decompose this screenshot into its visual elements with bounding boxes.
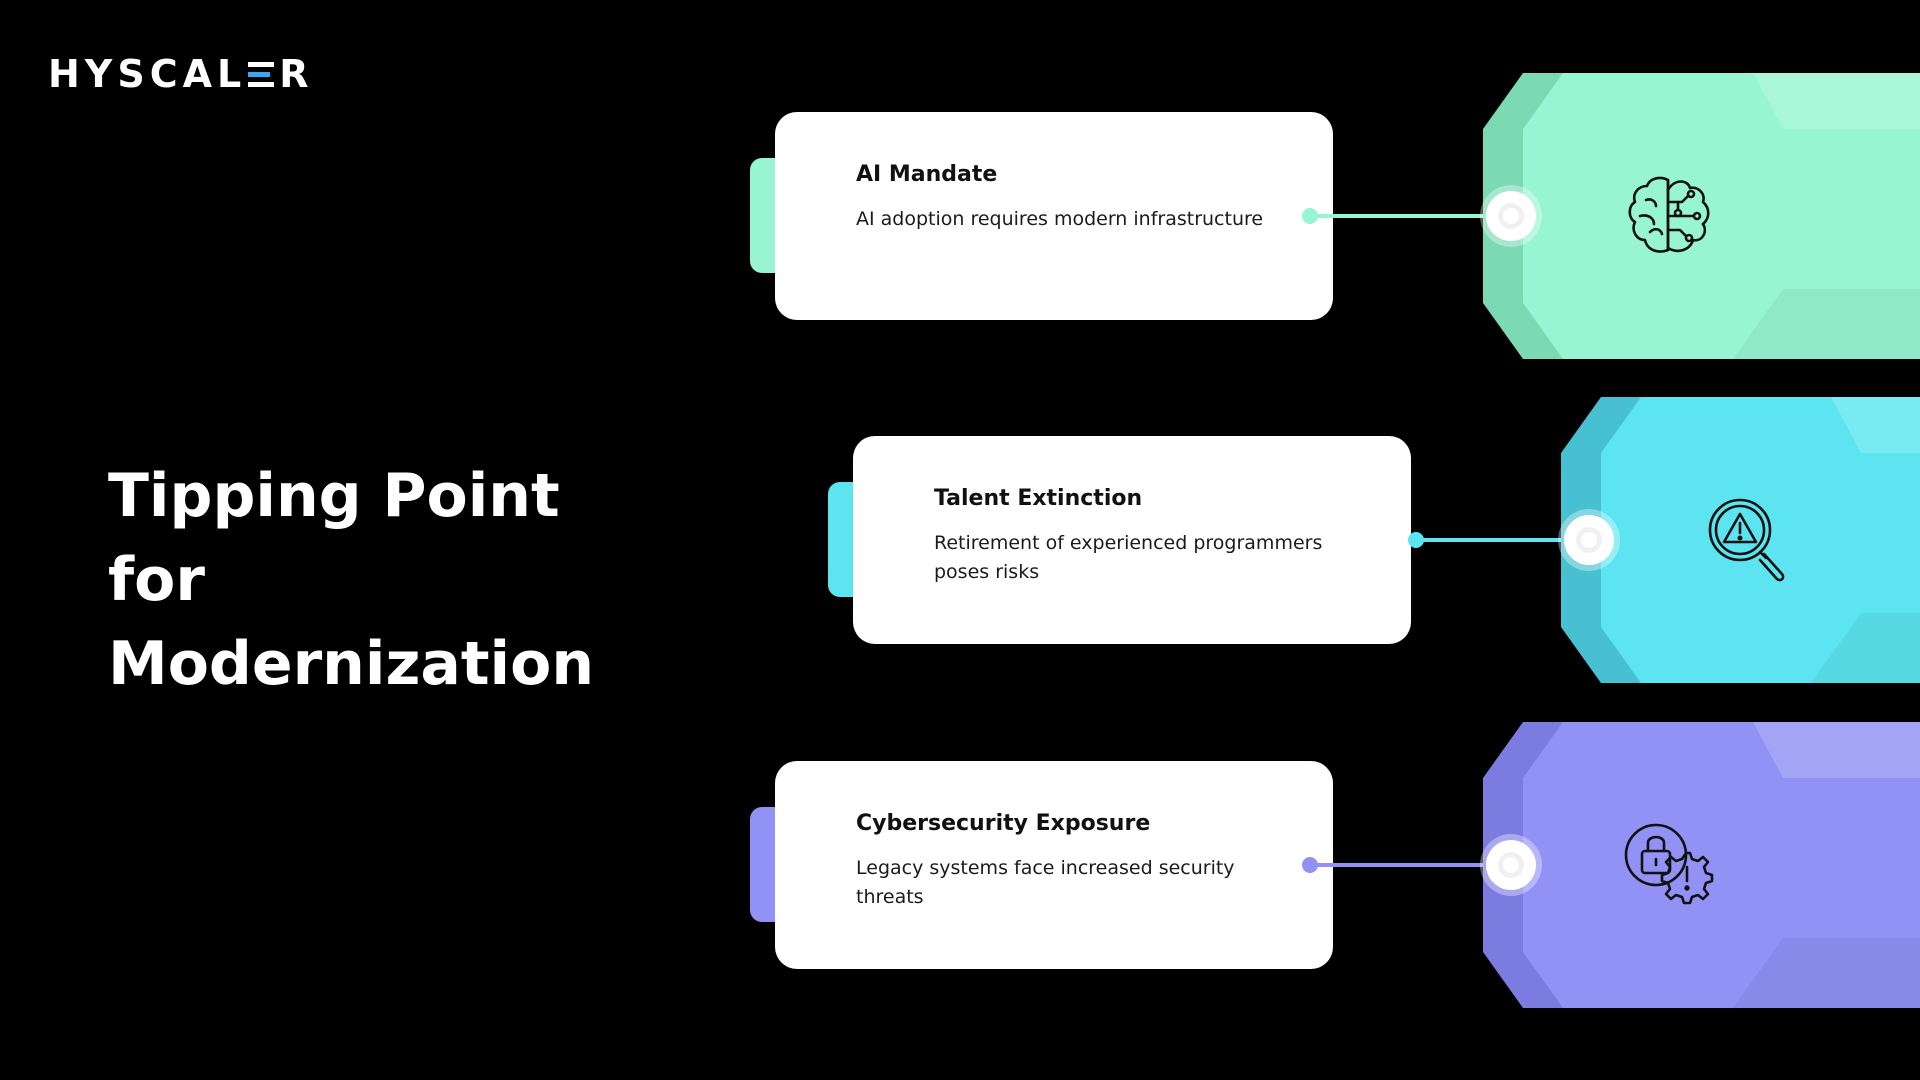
item-row-talent-extinction: Talent Extinction Retirement of experien… bbox=[0, 397, 1920, 683]
brain-circuit-icon bbox=[1628, 176, 1710, 253]
magnifier-warning-icon bbox=[1708, 498, 1785, 582]
item-description: AI adoption requires modern infrastructu… bbox=[856, 208, 1264, 230]
connector-ring bbox=[1486, 840, 1536, 890]
item-card: Cybersecurity Exposure Legacy systems fa… bbox=[775, 761, 1333, 969]
hex-band bbox=[1483, 73, 1920, 359]
item-title: Talent Extinction bbox=[934, 486, 1143, 511]
lock-gear-alert-icon bbox=[1624, 823, 1714, 905]
logo-text-start: HYSCAL bbox=[48, 52, 247, 96]
connector-line bbox=[1416, 538, 1588, 542]
item-description: Retirement of experienced programmers po… bbox=[934, 532, 1323, 583]
item-card: Talent Extinction Retirement of experien… bbox=[853, 436, 1411, 644]
item-card: AI Mandate AI adoption requires modern i… bbox=[775, 112, 1333, 320]
item-row-cybersecurity-exposure: Cybersecurity Exposure Legacy systems fa… bbox=[0, 722, 1920, 1008]
item-description: Legacy systems face increased security t… bbox=[856, 857, 1235, 908]
page-title-line-2: Modernization bbox=[108, 629, 595, 699]
page-title-line-1: Tipping Point for bbox=[108, 461, 560, 615]
connector-ring bbox=[1486, 191, 1536, 241]
logo-text-end: R bbox=[279, 52, 314, 96]
connector-line bbox=[1310, 863, 1510, 867]
connector-ring bbox=[1564, 515, 1614, 565]
hyscaler-logo: HYSCAL R bbox=[48, 52, 313, 96]
item-title: Cybersecurity Exposure bbox=[856, 811, 1151, 836]
connector-line bbox=[1310, 214, 1510, 218]
logo-bars-glyph bbox=[248, 59, 275, 89]
hex-band bbox=[1483, 722, 1920, 1008]
page-title: Tipping Point for Modernization bbox=[108, 454, 668, 706]
item-row-ai-mandate: AI Mandate AI adoption requires modern i… bbox=[0, 73, 1920, 359]
item-title: AI Mandate bbox=[856, 162, 998, 187]
